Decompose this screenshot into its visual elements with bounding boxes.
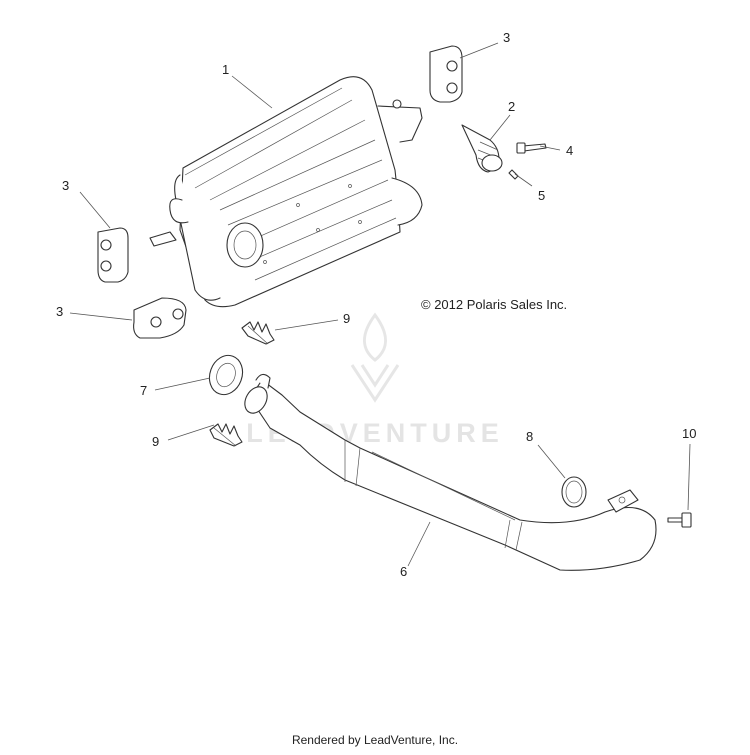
footer-text: Rendered by LeadVenture, Inc. <box>292 733 458 747</box>
leader-lines <box>69 42 691 567</box>
gasket-8 <box>561 476 587 508</box>
callout-7: 7 <box>140 383 147 398</box>
spring-lower <box>209 423 243 447</box>
callout-4: 4 <box>566 143 573 158</box>
spring-upper <box>241 321 275 345</box>
bolt-4 <box>516 142 547 154</box>
muffler <box>149 76 423 308</box>
callout-9-lower: 9 <box>152 434 159 449</box>
callout-3-lower: 3 <box>56 304 63 319</box>
callout-2: 2 <box>508 99 515 114</box>
pin-5 <box>508 169 519 180</box>
isolator-left <box>97 227 129 283</box>
callout-1: 1 <box>222 62 229 77</box>
copyright-text: © 2012 Polaris Sales Inc. <box>421 297 567 312</box>
callout-9-upper: 9 <box>343 311 350 326</box>
callout-labels: 1 2 3 3 3 4 5 6 7 8 9 9 10 <box>56 30 696 579</box>
spark-arrestor <box>461 124 503 173</box>
bolt-10 <box>667 512 692 528</box>
callout-3-left: 3 <box>62 178 69 193</box>
watermark-flame-logo <box>350 312 400 403</box>
exhaust-pipe <box>244 373 657 571</box>
isolator-top <box>429 45 463 103</box>
callout-8: 8 <box>526 429 533 444</box>
callout-10: 10 <box>682 426 696 441</box>
callout-3-top: 3 <box>503 30 510 45</box>
callout-6: 6 <box>400 564 407 579</box>
gasket-7 <box>208 354 244 396</box>
isolator-lower <box>133 297 187 339</box>
callout-5: 5 <box>538 188 545 203</box>
